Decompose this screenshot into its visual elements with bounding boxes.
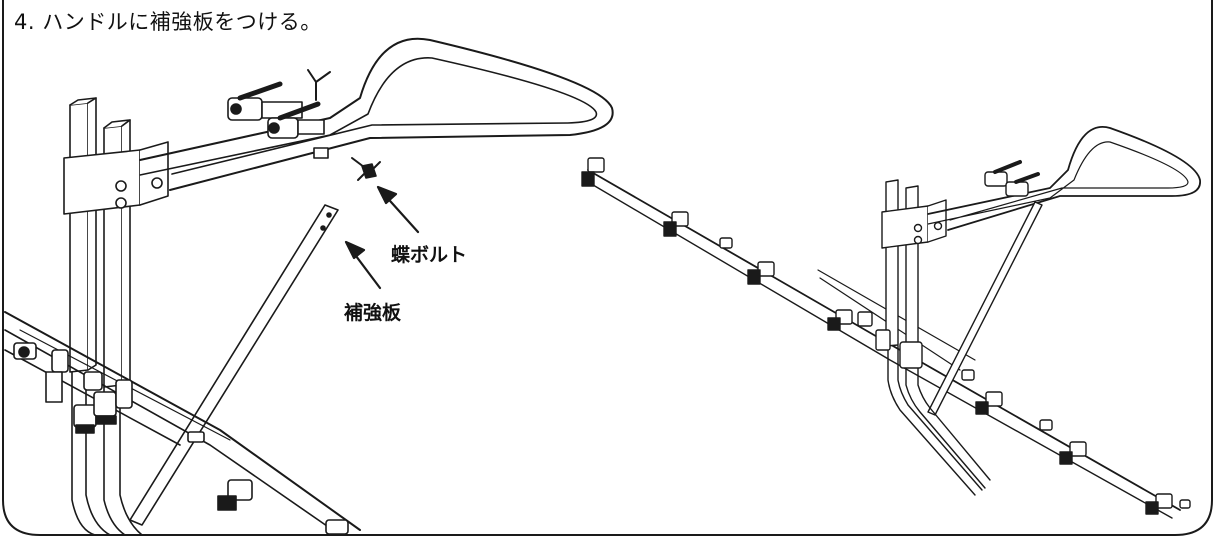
left-post-rear	[69, 102, 89, 373]
right-handle-bar	[927, 126, 1201, 231]
callout-arrows	[344, 185, 420, 290]
step-caption: 4. ハンドルに補強板をつける。	[14, 10, 322, 34]
wing-bolt-label: 蝶ボルト	[391, 244, 468, 266]
right-nozzle	[581, 157, 1191, 515]
nozzle	[13, 342, 349, 535]
reinforcement-plate	[129, 204, 339, 526]
post-clamp	[63, 149, 141, 215]
clamp-bolt	[115, 180, 127, 192]
wing-bolt	[351, 157, 381, 181]
left-sprayer-assembly	[4, 37, 614, 536]
ball-valve-upper	[227, 69, 331, 121]
reinforcement-plate-label: 補強板	[344, 302, 402, 324]
right-post-rear	[885, 179, 899, 347]
left-boom	[4, 311, 361, 531]
handle-bar	[139, 37, 614, 191]
right-sprayer-assembly	[581, 126, 1201, 519]
ball-valve-lower	[267, 101, 325, 139]
